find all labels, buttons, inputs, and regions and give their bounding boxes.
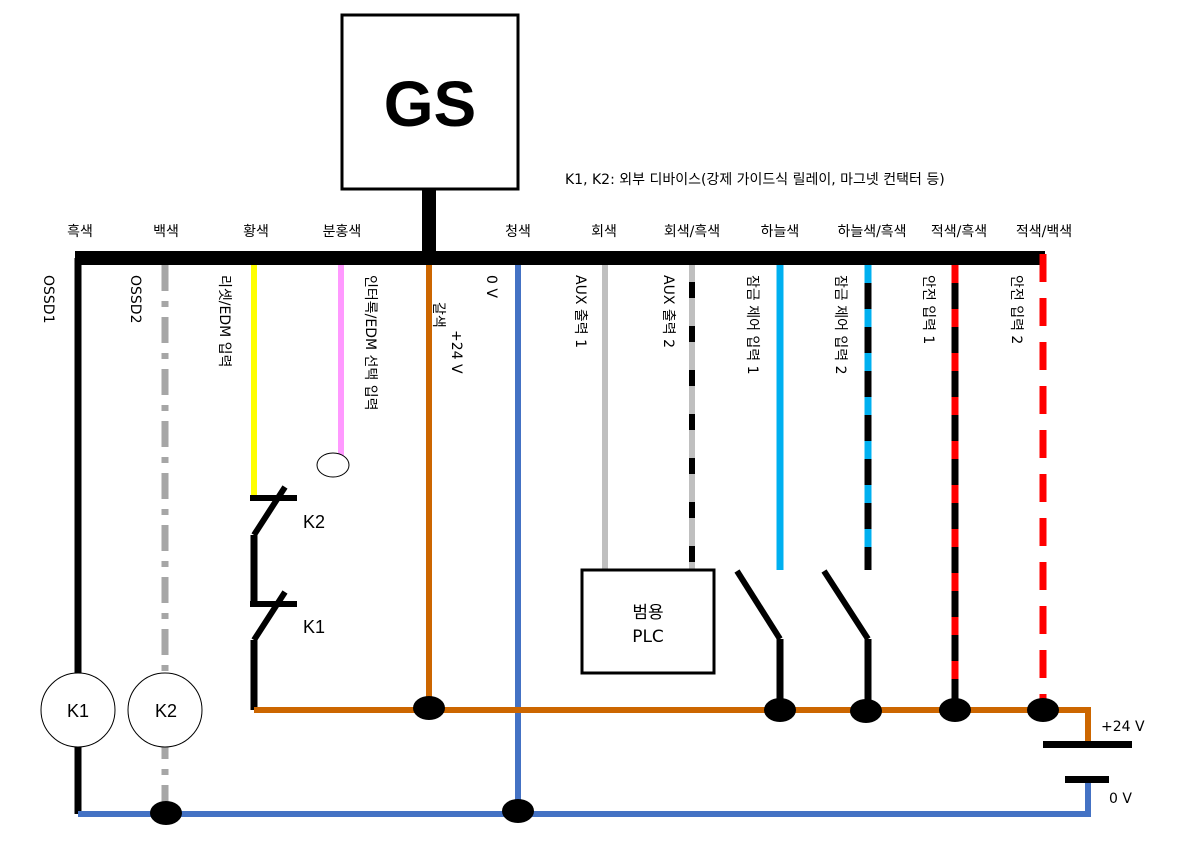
- color-label-aux1: 회색: [591, 224, 617, 240]
- lock-switch-2: [821, 569, 872, 708]
- color-label-reset: 황색: [243, 224, 269, 240]
- color-label-aux2: 회색/흑색: [664, 223, 720, 240]
- color-label-safety2: 적색/백색: [1016, 224, 1072, 240]
- gs-cable-stem: [422, 189, 436, 251]
- junction-dot: [939, 698, 971, 722]
- device-note: K1, K2: 외부 디바이스(강제 가이드식 릴레이, 마그넷 컨택터 등): [565, 172, 945, 188]
- color-label-lock2: 하늘색/흑색: [837, 223, 906, 240]
- coil-k2-label: K2: [155, 701, 177, 721]
- junction-dot: [1027, 698, 1059, 722]
- rail-24v: [254, 707, 1091, 744]
- cable-bus: [75, 251, 1045, 265]
- plc-label-line1: 범용: [632, 603, 663, 623]
- color-label-safety1: 적색/흑색: [931, 223, 987, 240]
- func-label-aux1: AUX 출력 1: [572, 275, 588, 348]
- contact-k1-label: K1: [303, 617, 325, 637]
- battery-plate-negative: [1065, 776, 1109, 783]
- contact-k2-label: K2: [303, 512, 325, 532]
- color-label-ossd1: 흑색: [67, 223, 93, 240]
- contact-k2: K2: [250, 485, 325, 603]
- func-label-aux2: AUX 출력 2: [660, 275, 676, 348]
- power-plus-label: +24 V: [1101, 719, 1145, 735]
- power-zero-label: 0 V: [1109, 791, 1132, 807]
- func-label-brown-color: 갈색: [430, 302, 446, 328]
- color-label-blue: 청색: [505, 224, 531, 240]
- coil-k2: K2: [127, 672, 203, 748]
- lock-switch-1: [734, 569, 784, 708]
- interlock-terminal-open: [316, 452, 350, 478]
- func-label-reset: 리셋/EDM 입력: [216, 275, 232, 367]
- plc-box: 범용 PLC: [580, 568, 716, 675]
- battery-plate-positive: [1043, 741, 1132, 748]
- func-label-blue: 0 V: [483, 275, 499, 298]
- wire-function-labels: OSSD1 OSSD2 리셋/EDM 입력 인터록/EDM 선택 입력 갈색 +…: [40, 275, 1024, 410]
- junction-dots: [150, 696, 1059, 825]
- junction-dot: [850, 699, 882, 723]
- contact-k1: K1: [250, 590, 325, 710]
- plc-label-line2: PLC: [632, 627, 664, 647]
- func-label-safety2: 안전 입력 2: [1008, 275, 1024, 344]
- gs-label: GS: [384, 68, 476, 140]
- func-label-interlock: 인터록/EDM 선택 입력: [362, 275, 378, 410]
- color-label-interlock: 분홍색: [323, 224, 362, 240]
- color-label-ossd2: 백색: [153, 224, 179, 240]
- junction-dot: [502, 799, 534, 823]
- wire-color-labels: 흑색 백색 황색 분홍색 청색 회색 회색/흑색 하늘색 하늘색/흑색 적색/흑…: [67, 223, 1072, 240]
- junction-dot: [150, 801, 182, 825]
- rail-0v: [78, 783, 1091, 817]
- color-label-lock1: 하늘색: [761, 224, 800, 240]
- func-label-lock2: 잠금 제어 입력 2: [832, 275, 848, 375]
- func-label-brown: +24 V: [448, 330, 464, 374]
- power-supply-symbol: +24 V 0 V: [1043, 719, 1145, 807]
- gs-device-box: GS: [340, 13, 520, 191]
- func-label-ossd1: OSSD1: [40, 275, 56, 323]
- func-label-safety1: 안전 입력 1: [920, 275, 936, 344]
- func-label-ossd2: OSSD2: [127, 275, 143, 323]
- func-label-lock1: 잠금 제어 입력 1: [744, 275, 760, 375]
- junction-dot: [764, 698, 796, 722]
- coil-k1-label: K1: [67, 701, 89, 721]
- coil-k1: K1: [40, 672, 116, 748]
- junction-dot: [413, 696, 445, 720]
